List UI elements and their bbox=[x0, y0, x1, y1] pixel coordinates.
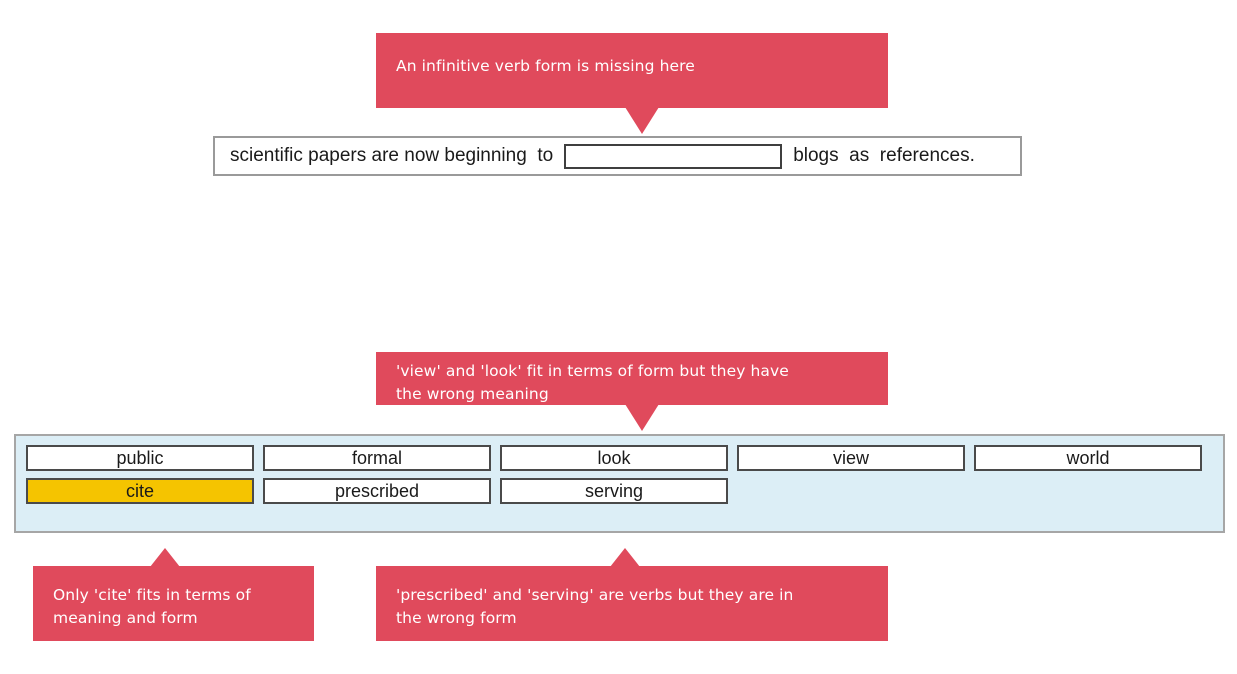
callout-top-text: An infinitive verb form is missing here bbox=[396, 57, 695, 75]
sentence-text-before-blank: scientific papers are now beginning to bbox=[230, 145, 554, 166]
word-chip-view[interactable]: view bbox=[737, 445, 965, 471]
callout-bottom-right-text: 'prescribed' and 'serving' are verbs but… bbox=[396, 586, 794, 627]
callout-top: An infinitive verb form is missing here bbox=[376, 33, 888, 108]
callout-top-tail-icon bbox=[625, 107, 659, 134]
word-bank-row-1: public formal look view world bbox=[26, 445, 1213, 471]
callout-middle-tail-icon bbox=[625, 404, 659, 431]
word-bank: public formal look view world cite presc… bbox=[14, 434, 1225, 533]
word-chip-formal[interactable]: formal bbox=[263, 445, 491, 471]
sentence-strip: scientific papers are now beginning to b… bbox=[213, 136, 1022, 176]
callout-bottom-right: 'prescribed' and 'serving' are verbs but… bbox=[376, 566, 888, 641]
callout-bottom-left: Only 'cite' fits in terms of meaning and… bbox=[33, 566, 314, 641]
callout-bottom-left-text: Only 'cite' fits in terms of meaning and… bbox=[53, 586, 251, 627]
word-chip-look[interactable]: look bbox=[500, 445, 728, 471]
sentence-text-after-blank: blogs as references. bbox=[793, 145, 975, 166]
blank-input[interactable] bbox=[564, 143, 783, 169]
word-chip-world[interactable]: world bbox=[974, 445, 1202, 471]
callout-middle: 'view' and 'look' fit in terms of form b… bbox=[376, 352, 888, 405]
word-chip-prescribed[interactable]: prescribed bbox=[263, 478, 491, 504]
callout-bottom-left-tail-icon bbox=[150, 548, 180, 567]
word-chip-cite[interactable]: cite bbox=[26, 478, 254, 504]
callout-middle-text: 'view' and 'look' fit in terms of form b… bbox=[396, 362, 789, 403]
word-chip-serving[interactable]: serving bbox=[500, 478, 728, 504]
callout-bottom-right-tail-icon bbox=[610, 548, 640, 567]
word-chip-public[interactable]: public bbox=[26, 445, 254, 471]
word-bank-row-2: cite prescribed serving bbox=[26, 478, 1213, 504]
